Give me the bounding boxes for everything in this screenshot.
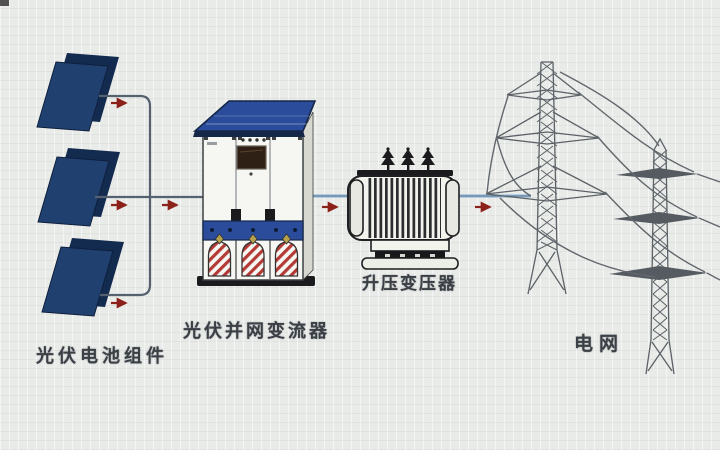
bushing-1 bbox=[381, 147, 395, 172]
power-line-4 bbox=[604, 191, 706, 273]
pv-array bbox=[36, 53, 124, 317]
striped-modules bbox=[207, 233, 299, 277]
striped-module-3 bbox=[274, 233, 299, 277]
band-ports bbox=[210, 228, 297, 232]
screen-glare bbox=[239, 149, 264, 153]
connector-block-1 bbox=[231, 209, 241, 221]
indicator-lights bbox=[241, 138, 266, 142]
solar-panel-1 bbox=[36, 53, 119, 132]
tank-cap-left bbox=[349, 179, 364, 237]
label-pv-modules: 光伏电池组件 bbox=[36, 346, 168, 366]
label-inverter: 光伏并网变流器 bbox=[183, 321, 330, 341]
label-grid: 电网 bbox=[574, 334, 625, 355]
transformer-bushings bbox=[381, 147, 435, 172]
tower-small-arm-3 bbox=[609, 266, 708, 280]
tower-small-arm-2 bbox=[613, 212, 700, 224]
transformer-skirt bbox=[370, 239, 450, 252]
tower-large-legs bbox=[527, 249, 567, 295]
power-line-6 bbox=[496, 138, 532, 197]
tower-small-arm-1 bbox=[616, 168, 698, 179]
transformer-fins bbox=[367, 178, 441, 238]
power-lines bbox=[486, 71, 720, 281]
inverter-cabinet bbox=[192, 100, 317, 286]
inverter-side-panel bbox=[302, 111, 314, 281]
power-line-stubs bbox=[696, 173, 720, 281]
striped-module-1 bbox=[207, 233, 232, 277]
power-line-3 bbox=[596, 135, 698, 218]
power-line-7 bbox=[499, 197, 656, 278]
striped-module-2 bbox=[241, 233, 265, 277]
tower-small-legs bbox=[645, 339, 675, 375]
transmission-tower-small bbox=[609, 137, 708, 375]
transformer-top-rail bbox=[357, 170, 453, 176]
solar-panel-3 bbox=[41, 238, 124, 317]
grid-towers bbox=[485, 61, 720, 375]
tank-cap-right bbox=[445, 179, 460, 237]
connector-block-2 bbox=[265, 209, 275, 221]
solar-panel-2 bbox=[37, 148, 120, 227]
transformer-dark-band bbox=[375, 251, 445, 260]
screen-button bbox=[249, 172, 253, 176]
inverter-screen bbox=[236, 145, 267, 170]
scan-artifact bbox=[0, 0, 9, 6]
dc-bus-wire bbox=[99, 94, 152, 297]
tower-large-lattice bbox=[536, 61, 558, 251]
transformer-base bbox=[361, 257, 459, 270]
power-line-5 bbox=[486, 95, 509, 194]
inverter-roof-fascia bbox=[193, 131, 305, 137]
band-ticks bbox=[385, 254, 435, 257]
dc-wiring bbox=[95, 94, 203, 297]
label-transformer: 升压变压器 bbox=[362, 274, 457, 293]
tower-small-column bbox=[650, 137, 670, 341]
power-line-1 bbox=[559, 71, 660, 147]
bushing-3 bbox=[421, 147, 435, 172]
tower-large-arm-3 bbox=[485, 165, 608, 202]
flow-arrows bbox=[111, 97, 492, 309]
transformer bbox=[347, 147, 460, 270]
bushing-2 bbox=[401, 147, 415, 172]
power-line-2 bbox=[577, 91, 695, 173]
